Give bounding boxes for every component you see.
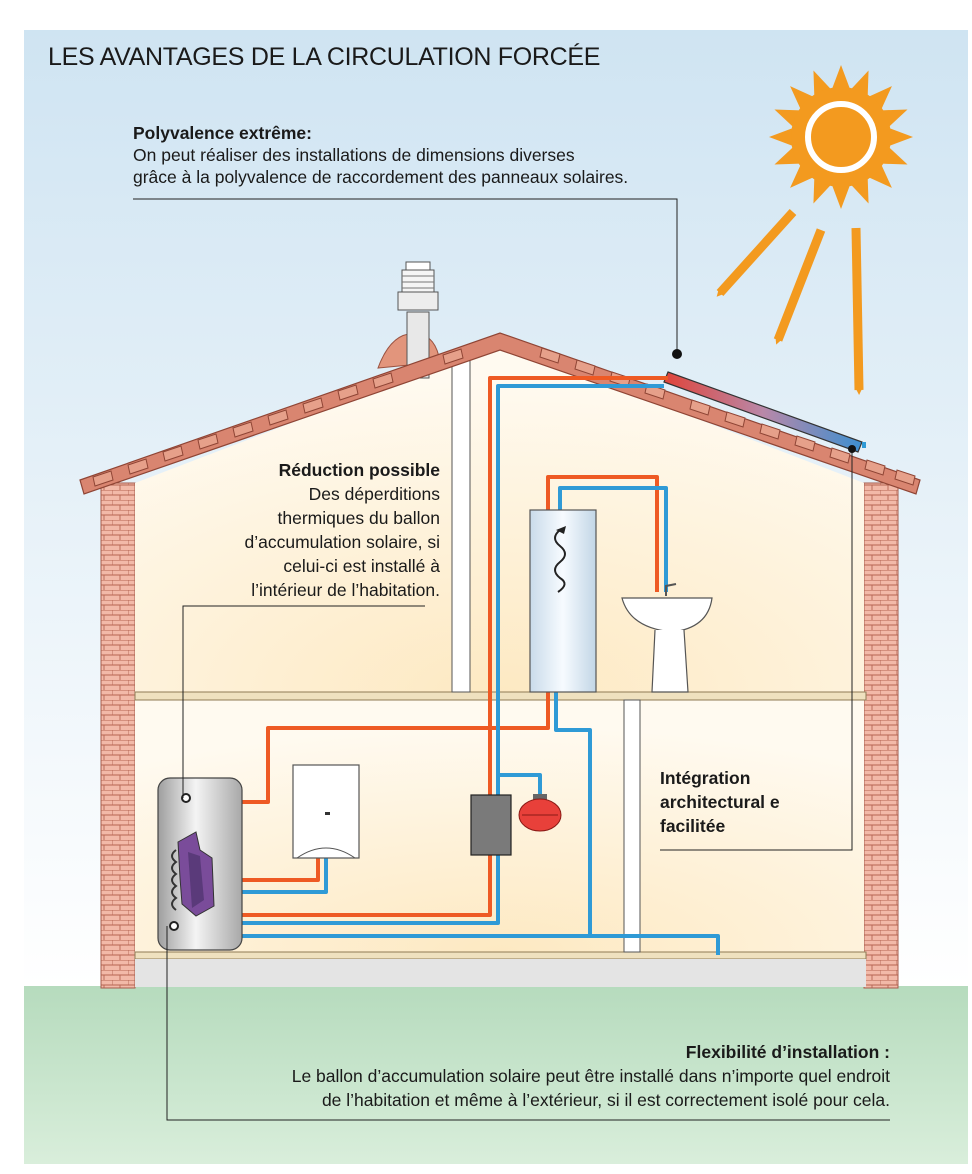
annotation-polyvalence: Polyvalence extrême: On peut réaliser de…	[133, 122, 773, 188]
sink-icon	[621, 583, 713, 693]
hot-pipes	[242, 376, 668, 917]
annotation-integration: Intégration architectural e facilitée	[660, 766, 840, 838]
water-heater-icon	[529, 509, 597, 693]
integration-line-3: facilitée	[660, 816, 726, 836]
flexibilite-line-1: Le ballon d’accumulation solaire peut êt…	[291, 1066, 890, 1086]
brick-wall-right	[863, 482, 899, 989]
annotation-flexibilite: Flexibilité d’installation : Le ballon d…	[140, 1040, 890, 1112]
boiler-icon	[292, 764, 360, 859]
reduction-line-3: d’accumulation solaire, si	[244, 532, 440, 552]
ground	[24, 986, 968, 1164]
middle-floor-slab	[134, 691, 867, 701]
page-title: LES AVANTAGES DE LA CIRCULATION FORCÉE	[48, 43, 601, 71]
lower-partition	[623, 699, 641, 953]
expansion-vessel-icon	[518, 794, 562, 832]
integration-line-2: architectural e	[660, 792, 780, 812]
reduction-heading: Réduction possible	[278, 460, 440, 480]
brick-wall-left	[100, 482, 136, 989]
polyvalence-line-2: grâce à la polyvalence de raccordement d…	[133, 167, 629, 187]
storage-tank-icon	[157, 777, 243, 951]
roof	[79, 332, 921, 495]
flexibilite-heading: Flexibilité d’installation :	[685, 1042, 890, 1062]
sun-rays-arrows	[716, 208, 864, 395]
ground-floor-slab	[134, 951, 867, 960]
flexibilite-line-2: de l’habitation et même à l’extérieur, s…	[321, 1090, 890, 1110]
reduction-line-2: thermiques du ballon	[277, 508, 440, 528]
annotation-reduction: Réduction possible Des déperditions ther…	[190, 458, 440, 602]
leader-lines	[133, 198, 890, 1121]
reduction-line-4: celui-ci est installé à	[283, 556, 440, 576]
integration-line-1: Intégration	[660, 768, 751, 788]
polyvalence-line-1: On peut réaliser des installations de di…	[133, 145, 575, 165]
upper-partition	[451, 359, 471, 693]
reduction-line-1: Des déperditions	[308, 484, 440, 504]
reduction-line-5: l’intérieur de l’habitation.	[251, 580, 440, 600]
sun-icon	[769, 65, 913, 209]
polyvalence-heading: Polyvalence extrême:	[133, 123, 312, 143]
leader-dots	[672, 349, 856, 453]
control-unit-icon	[470, 794, 512, 856]
foundation	[135, 959, 866, 987]
